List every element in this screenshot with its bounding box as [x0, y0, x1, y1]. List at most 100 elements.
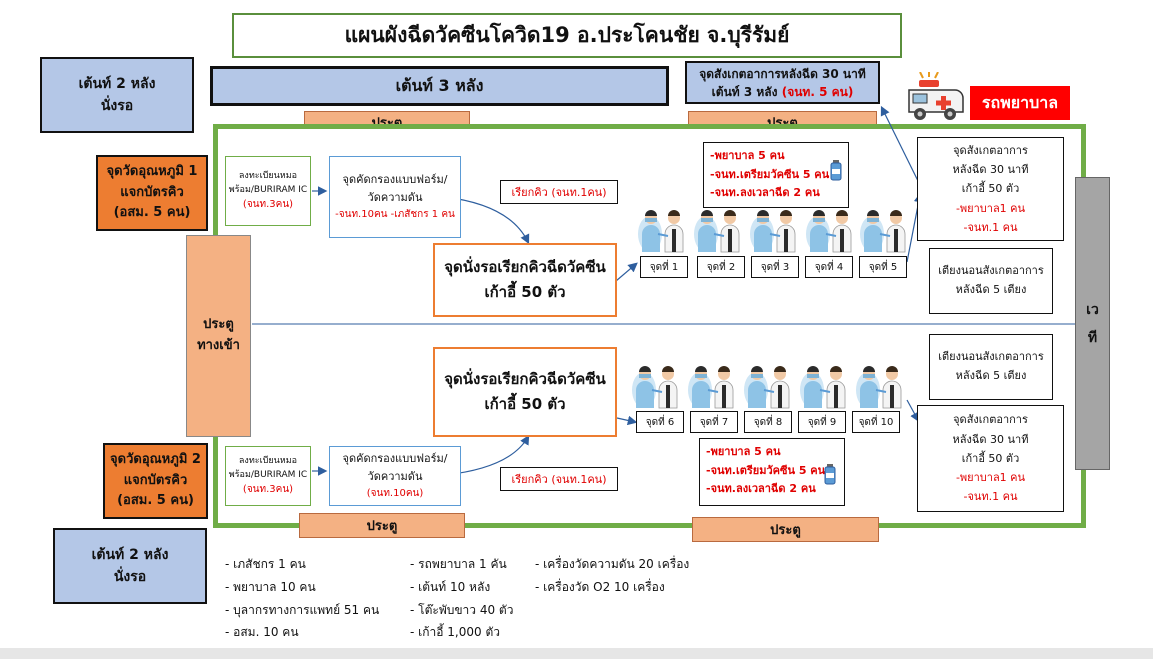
observation-bottom: จุดสังเกตอาการ หลังฉีด 30 นาที เก้าอี้ 5…	[917, 405, 1064, 512]
obs-top-line1: จุดสังเกตอาการหลังฉีด 30 นาที	[699, 66, 866, 81]
resource-item: - โต๊ะพับขาว 40 ตัว	[410, 602, 514, 617]
obs-staff: -จนท.1 คน	[963, 490, 1018, 504]
tent-sublabel: นั่งรอ	[100, 98, 134, 114]
station-label: จุดที่ 9	[807, 416, 837, 428]
resource-item: - เครื่องวัด O2 10 เครื่อง	[535, 579, 665, 594]
tent-sublabel: นั่งรอ	[113, 569, 147, 585]
station-8: จุดที่ 8	[744, 411, 792, 433]
ambulance-label: รถพยาบาล	[970, 86, 1070, 120]
wait-line2: เก้าอี้ 50 ตัว	[484, 283, 566, 301]
ambulance-icon	[908, 72, 964, 120]
reg-line2: พร้อม/BURIRAM IC	[228, 184, 308, 195]
call-queue-text: เรียกคิว	[511, 473, 548, 486]
wait-line1: จุดนั่งรอเรียกคิวฉีดวัคซีน	[444, 257, 606, 276]
waiting-area-bottom: จุดนั่งรอเรียกคิวฉีดวัคซีน เก้าอี้ 50 ตั…	[433, 347, 617, 437]
resource-item: - เครื่องวัดความดัน 20 เครื่อง	[535, 557, 690, 571]
station-9: จุดที่ 9	[798, 411, 846, 433]
reg-line1: ลงทะเบียนหมอ	[238, 171, 298, 181]
bed-line1: เตียงนอนสังเกตอาการ	[938, 350, 1044, 364]
door-label: ประตู	[366, 519, 398, 534]
screen-line1: จุดคัดกรองแบบฟอร์ม/	[342, 173, 448, 187]
station-2: จุดที่ 2	[697, 256, 745, 278]
station-label: จุดที่ 7	[699, 416, 729, 428]
temp2-line3: (อสม. 5 คน)	[117, 493, 194, 509]
waiting-tent-top: เต้นท์ 2 หลัง นั่งรอ	[40, 57, 194, 133]
page-title: แผนผังฉีดวัคซีนโควิด19 อ.ประโคนชัย จ.บุร…	[232, 13, 902, 58]
screening-bottom: จุดคัดกรองแบบฟอร์ม/ วัดความดัน (จนท.10คน…	[329, 446, 461, 506]
station-3: จุดที่ 3	[751, 256, 799, 278]
obs-line3: เก้าอี้ 50 ตัว	[961, 182, 1020, 196]
obs-top-line2: เต้นท์ 3 หลัง	[711, 84, 778, 99]
call-queue-text: เรียกคิว	[511, 186, 548, 199]
reg-line1: ลงทะเบียนหมอ	[238, 456, 298, 466]
tent-label: เต้นท์ 2 หลัง	[78, 76, 156, 92]
door-bottom-right: ประตู	[692, 517, 879, 542]
vaccine-vial-icon	[830, 160, 842, 181]
staff-time: -จนท.ลงเวลาฉีด 2 คน	[706, 482, 816, 496]
waiting-area-top: จุดนั่งรอเรียกคิวฉีดวัคซีน เก้าอี้ 50 ตั…	[433, 243, 617, 317]
vaccine-staff-top: -พยาบาล 5 คน -จนท.เตรียมวัคซีน 5 คน -จนท…	[703, 142, 849, 208]
resources-list-3: - เครื่องวัดความดัน 20 เครื่อง - เครื่อง…	[535, 553, 689, 599]
obs-staff: -จนท.1 คน	[963, 220, 1018, 234]
staff-prep: -จนท.เตรียมวัคซีน 5 คน	[706, 463, 826, 477]
obs-line1: จุดสังเกตอาการ	[953, 413, 1028, 427]
screen-staff: (จนท.10คน)	[366, 487, 424, 499]
registration-top: ลงทะเบียนหมอ พร้อม/BURIRAM IC (จนท.3คน)	[225, 156, 311, 226]
temp2-line2: แจกบัตรคิว	[123, 472, 188, 488]
temp-point-2: จุดวัดอุณหภูมิ 2 แจกบัตรคิว (อสม. 5 คน)	[103, 443, 208, 519]
station-label: จุดที่ 8	[753, 416, 783, 428]
temp1-line2: แจกบัตรคิว	[120, 184, 184, 200]
health-worker-icon	[638, 210, 684, 253]
obs-line1: จุดสังเกตอาการ	[953, 143, 1028, 157]
waiting-tent-bottom: เต้นท์ 2 หลัง นั่งรอ	[53, 528, 207, 604]
resource-item: - บุลากรทางการแพทย์ 51 คน	[225, 602, 380, 617]
station-label: จุดที่ 3	[760, 261, 790, 273]
vaccine-staff-bottom: -พยาบาล 5 คน -จนท.เตรียมวัคซีน 5 คน -จนท…	[699, 438, 845, 506]
obs-top-staff: (จนท. 5 คน)	[781, 84, 854, 99]
door-label: ประตู	[770, 523, 801, 538]
reg-line2: พร้อม/BURIRAM IC	[228, 469, 308, 480]
staff-nurse: -พยาบาล 5 คน	[706, 445, 781, 458]
obs-line2: หลังฉีด 30 นาที	[952, 432, 1029, 446]
bed-line1: เตียงนอนสังเกตอาการ	[938, 264, 1044, 278]
temp1-line1: จุดวัดอุณหภูมิ 1	[106, 163, 198, 179]
staff-prep: -จนท.เตรียมวัคซีน 5 คน	[710, 167, 830, 181]
station-4: จุดที่ 4	[805, 256, 853, 278]
station-7: จุดที่ 7	[690, 411, 738, 433]
health-worker-icon	[744, 366, 790, 409]
health-worker-icon	[856, 366, 902, 409]
stage-line1: เว	[1086, 301, 1099, 318]
station-5: จุดที่ 5	[859, 256, 907, 278]
resource-item: - พยาบาล 10 คน	[225, 579, 316, 594]
screening-top: จุดคัดกรองแบบฟอร์ม/ วัดความดัน -จนท.10คน…	[329, 156, 461, 238]
screen-staff: -จนท.10คน -เภสัชกร 1 คน	[335, 208, 455, 220]
health-worker-icon	[860, 210, 906, 253]
call-queue-staff: (จนท.1คน)	[551, 473, 607, 486]
bed-bottom: เตียงนอนสังเกตอาการ หลังฉีด 5 เตียง	[929, 334, 1053, 400]
tent-label: เต้นท์ 2 หลัง	[91, 547, 169, 563]
resource-item: - เต้นท์ 10 หลัง	[410, 579, 491, 594]
health-worker-icon	[688, 366, 734, 409]
temp-point-1: จุดวัดอุณหภูมิ 1 แจกบัตรคิว (อสม. 5 คน)	[96, 155, 208, 231]
tent-3-label: เต้นท์ 3 หลัง	[395, 75, 484, 95]
resources-list-1: - เภสัชกร 1 คน - พยาบาล 10 คน - บุลากรทา…	[225, 553, 379, 644]
bottom-strip	[0, 648, 1153, 659]
screen-line2: วัดความดัน	[367, 470, 423, 483]
station-6: จุดที่ 6	[636, 411, 684, 433]
screen-line2: วัดความดัน	[367, 191, 423, 204]
staff-nurse: -พยาบาล 5 คน	[710, 149, 785, 162]
resource-item: - เภสัชกร 1 คน	[225, 557, 306, 571]
call-queue-bottom: เรียกคิว (จนท.1คน)	[500, 467, 618, 491]
obs-line3: เก้าอี้ 50 ตัว	[961, 451, 1020, 465]
resource-item: - รถพยาบาล 1 คัน	[410, 557, 507, 571]
stage: เว ที	[1075, 177, 1110, 470]
health-worker-icon	[694, 210, 740, 253]
station-10: จุดที่ 10	[852, 411, 900, 433]
resource-item: - เก้าอี้ 1,000 ตัว	[410, 625, 500, 640]
entrance-line2: ทางเข้า	[197, 338, 240, 353]
observation-tent-top: จุดสังเกตอาการหลังฉีด 30 นาที เต้นท์ 3 ห…	[685, 61, 880, 104]
obs-nurse: -พยาบาล1 คน	[955, 201, 1026, 215]
temp2-line1: จุดวัดอุณหภูมิ 2	[110, 451, 201, 467]
station-label: จุดที่ 10	[858, 416, 894, 428]
station-label: จุดที่ 1	[649, 261, 679, 273]
